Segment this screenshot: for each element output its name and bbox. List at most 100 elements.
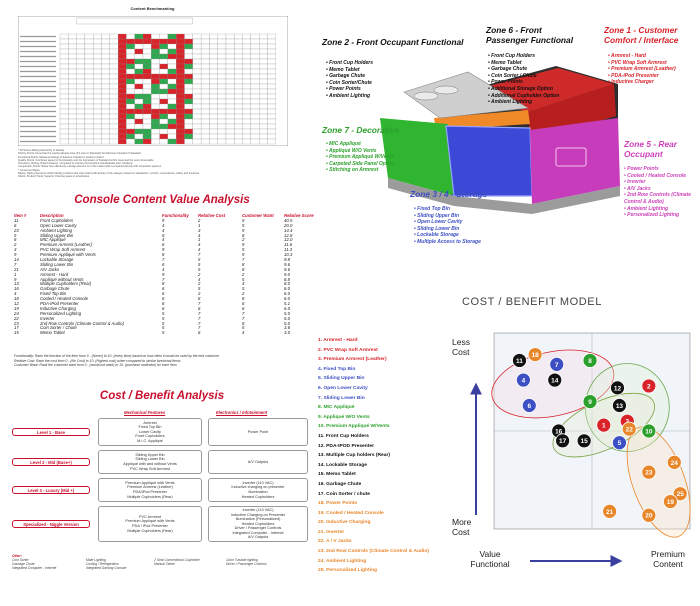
bench-cell — [184, 53, 193, 60]
point-label-20: 20 — [645, 513, 653, 520]
table-cell: 3.6 — [284, 325, 290, 331]
table-cell: 9 — [162, 271, 165, 277]
bench-cell — [109, 78, 119, 85]
bench-cell — [101, 113, 110, 120]
y-label-top-word: Less — [452, 337, 470, 347]
bench-cell — [259, 78, 268, 85]
bench-cell — [101, 103, 110, 110]
point-21 — [602, 503, 618, 519]
zone-item: Coin Sorter / Chute — [488, 73, 559, 80]
bench-cell — [117, 133, 127, 140]
bench-cell — [109, 63, 119, 70]
zone-item: PDA-iPod Presenter — [608, 73, 676, 80]
bench-cell — [176, 128, 185, 135]
bench-cell — [192, 98, 202, 105]
legend-label: Front Cup Holders — [325, 433, 369, 439]
bench-cell — [192, 123, 202, 130]
zone-item: Additional Storage Option — [488, 86, 559, 93]
bench-cell — [234, 48, 243, 55]
table-cell: 4 — [162, 237, 165, 243]
bench-cell — [59, 138, 69, 145]
table-cell: MIC Appliqué — [40, 237, 66, 243]
bench-cell — [267, 73, 276, 80]
bench-cell — [68, 48, 77, 55]
bench-cell — [209, 123, 218, 130]
point-label-16: 16 — [555, 428, 563, 435]
other-item: Mate Lighting — [86, 558, 106, 562]
bench-cell — [117, 73, 127, 80]
bench-cell — [126, 128, 135, 135]
bench-cell — [151, 133, 160, 140]
legend-number: 11. — [318, 433, 326, 439]
table-cell: 6 — [242, 305, 245, 311]
bench-cell — [134, 33, 144, 40]
bench-cell — [109, 33, 119, 40]
bench-cell — [209, 73, 218, 80]
bench-cell — [250, 58, 260, 65]
bench-cell — [134, 83, 144, 90]
table-cell: 2 — [242, 237, 245, 243]
legend-item: 15. Memo Tablet — [318, 470, 450, 480]
bench-cell — [117, 98, 127, 105]
bench-cell — [101, 78, 110, 85]
header-functionality: Functionality — [162, 213, 189, 218]
legend-number: 9. — [318, 414, 324, 420]
bench-cell — [109, 113, 119, 120]
bench-cell — [184, 48, 193, 55]
bench-cell — [159, 43, 169, 50]
bench-cell — [93, 98, 102, 105]
bench-cell — [217, 83, 227, 90]
point-18 — [527, 347, 543, 362]
table-cell: 6 — [198, 305, 201, 311]
table-cell: 4 — [198, 232, 201, 238]
table-cell: 8.0 — [284, 281, 290, 287]
legend-number: 14. — [318, 462, 327, 468]
bench-cell — [84, 93, 94, 100]
bench-cell — [176, 43, 185, 50]
table-cell: 2 — [198, 217, 201, 223]
bench-cell — [117, 93, 127, 100]
bench-cell — [109, 68, 119, 75]
bench-cell — [76, 68, 86, 75]
feature-item: Premium Armrest (Leather) — [127, 485, 173, 490]
legend-item: 7. Sliding Lower Bin — [318, 394, 450, 404]
table-cell: 9 — [162, 217, 165, 223]
bench-cell — [225, 38, 235, 45]
bench-cell — [142, 103, 152, 110]
bench-cell — [200, 103, 210, 110]
benchmark-note: Wants: Product Trend, Superior Charting … — [18, 175, 90, 179]
legend-number: 5. — [318, 376, 324, 382]
bench-cell — [184, 138, 193, 145]
bench-cell — [259, 53, 268, 60]
mechanical-features-header: Mechanical Features — [124, 410, 166, 415]
bench-cell — [209, 33, 218, 40]
table-cell: 8 — [242, 232, 245, 238]
bench-cell — [151, 103, 160, 110]
bench-cell — [176, 58, 185, 65]
legend-number: 25. — [318, 568, 327, 574]
feature-item: Armrest — [143, 420, 157, 425]
bench-cell — [117, 118, 127, 125]
bench-cell — [68, 113, 77, 120]
bench-cell — [59, 118, 69, 125]
bench-cell — [209, 63, 218, 70]
zone-item: MIC Appliqué — [326, 141, 395, 148]
y-label-bottom-word: More — [452, 517, 472, 527]
bench-cell — [101, 118, 110, 125]
legend-item: 21. Inverter — [318, 528, 450, 538]
bench-cell — [93, 78, 102, 85]
bench-cell — [167, 128, 177, 135]
bench-cell — [234, 68, 243, 75]
table-cell: Inductive Charging — [40, 305, 76, 311]
table-cell: 9 — [242, 252, 245, 258]
bench-cell — [167, 93, 177, 100]
bench-cell — [250, 138, 260, 145]
legend-label: PVC Wrap Soft Armrest — [323, 347, 378, 353]
bench-cell — [68, 83, 77, 90]
bench-cell — [142, 48, 152, 55]
